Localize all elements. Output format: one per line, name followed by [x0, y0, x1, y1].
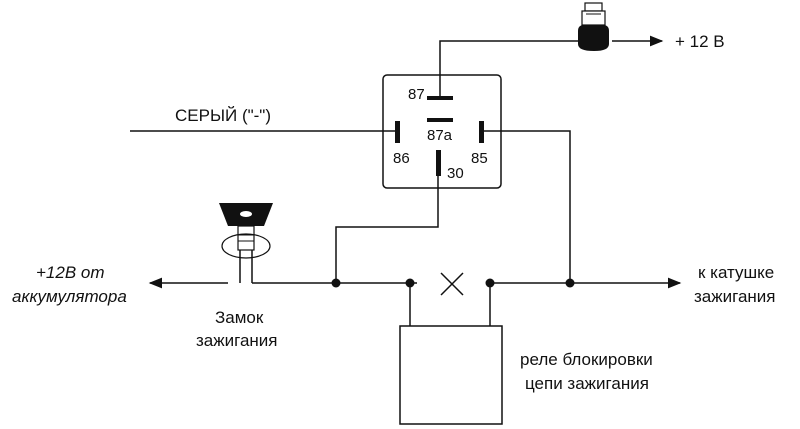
junction-dot: [485, 278, 495, 288]
pin-label-85: 85: [471, 150, 488, 167]
label-grey-wire: СЕРЫЙ ("-"): [175, 106, 271, 125]
fuse-holder-icon: [578, 2, 609, 51]
break-cross-icon: [440, 272, 464, 296]
block-relay-box: [399, 325, 503, 425]
junction-dot: [405, 278, 415, 288]
pin-label-30: 30: [447, 165, 464, 182]
pin-label-87a: 87a: [427, 127, 453, 144]
label-block-relay-line2: цепи зажигания: [525, 374, 649, 393]
label-coil-line1: к катушке: [698, 263, 774, 282]
wire-30-to-junction: [335, 176, 439, 283]
ignition-lock-icon: [219, 203, 273, 283]
junction-dot: [331, 278, 341, 288]
label-block-relay-line1: реле блокировки: [520, 350, 653, 369]
wire-87-to-fuse: [439, 40, 578, 96]
label-plus12v: + 12 В: [675, 32, 725, 51]
relay-pin-87: [427, 96, 453, 100]
pin-label-86: 86: [393, 150, 410, 167]
relay-pin-30: [436, 150, 441, 176]
label-battery-line1: +12В от: [36, 263, 105, 282]
label-ignition-lock-line2: зажигания: [196, 331, 278, 350]
wire-85-to-coil: [484, 130, 571, 283]
label-coil-line2: зажигания: [694, 287, 776, 306]
label-ignition-lock-line1: Замок: [215, 308, 264, 327]
pin-label-87: 87: [408, 86, 425, 103]
relay-pin-86: [395, 121, 400, 143]
label-battery-line2: аккумулятора: [12, 287, 127, 306]
relay-pin-87a: [427, 118, 453, 122]
junction-dot: [565, 278, 575, 288]
relay-pin-85: [479, 121, 484, 143]
